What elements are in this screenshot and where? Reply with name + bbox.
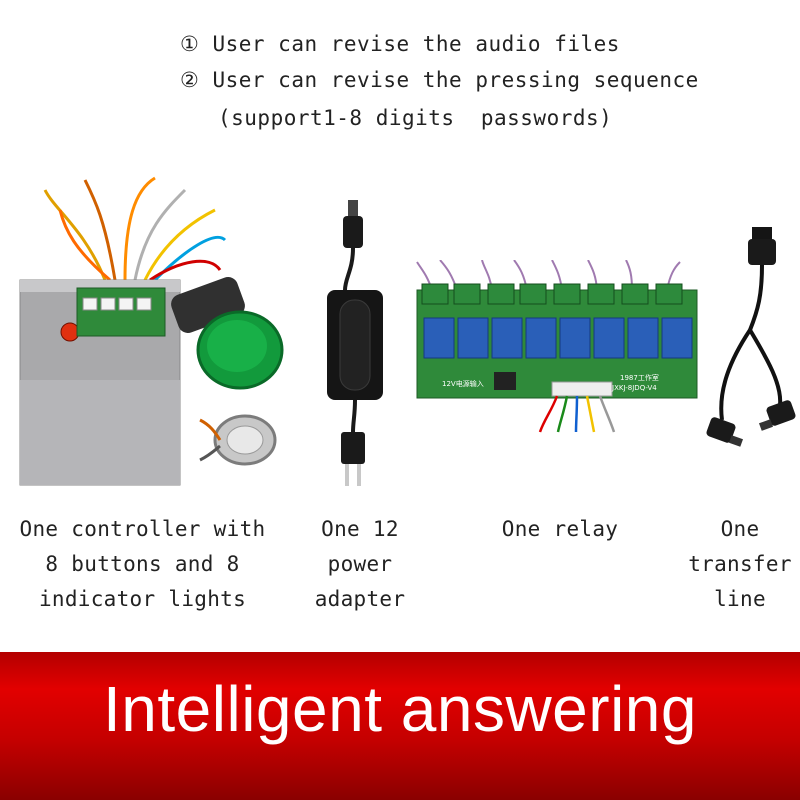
caption-relay: One relay	[465, 512, 655, 547]
feature-password-support: (support1-8 digits passwords)	[218, 106, 613, 130]
caption-line: indicator lights	[38, 587, 247, 611]
banner-title: Intelligent answering	[103, 673, 697, 745]
feature-audio-files: ① User can revise the audio files	[180, 32, 620, 56]
feature-pressing-sequence: ② User can revise the pressing sequence	[180, 68, 699, 92]
caption-line: line	[714, 587, 766, 611]
caption-line: One relay	[501, 517, 619, 541]
caption-line: 8 buttons and 8	[45, 552, 240, 576]
caption-line: adapter	[314, 587, 406, 611]
caption-controller: One controller with 8 buttons and 8 indi…	[10, 512, 275, 617]
power-adapter-icon	[327, 200, 383, 486]
relay-model-label: JXKJ-8JDQ-V4	[611, 384, 657, 392]
relay-input-label: 12V电源输入	[442, 379, 484, 388]
caption-line: One 12	[321, 517, 399, 541]
relay-studio-label: 1987工作室	[620, 373, 659, 382]
title-banner: Intelligent answering	[0, 652, 800, 800]
caption-line: One controller with	[19, 517, 266, 541]
caption-transfer-line: One transfer line	[680, 512, 800, 617]
caption-line: One	[720, 517, 760, 541]
transfer-cable-icon	[706, 227, 796, 447]
caption-power-adapter: One 12 power adapter	[300, 512, 420, 617]
relay-board-icon: 12V电源输入 1987工作室 JXKJ-8JDQ-V4	[412, 260, 702, 435]
caption-line: transfer	[688, 552, 792, 576]
controller-box-icon	[19, 176, 284, 486]
caption-line: power	[327, 552, 393, 576]
